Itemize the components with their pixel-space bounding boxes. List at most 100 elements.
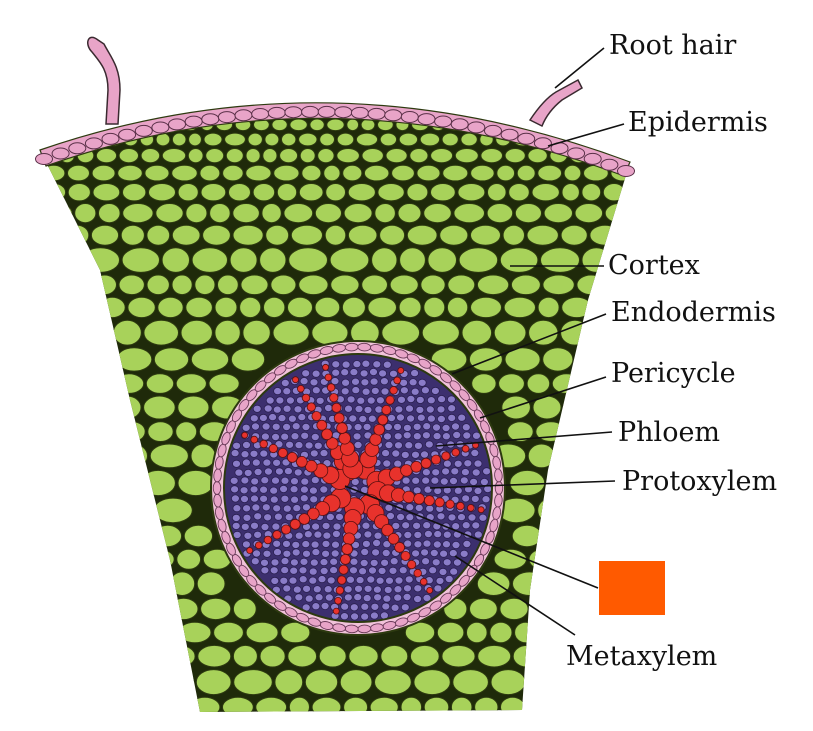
cortex-cell <box>389 102 403 104</box>
phloem-cell <box>292 585 302 594</box>
phloem-cell <box>349 603 359 612</box>
cortex-cell <box>514 203 543 224</box>
phloem-cell <box>293 405 303 414</box>
cortex-cell <box>89 421 119 443</box>
cortex-cell <box>448 83 458 91</box>
cortex-cell <box>35 73 47 80</box>
phloem-cell <box>435 576 445 585</box>
cortex-cell <box>222 164 244 182</box>
cortex-cell <box>154 105 173 118</box>
pericycle-cell <box>344 624 359 634</box>
cortex-cell <box>213 621 244 644</box>
phloem-cell <box>398 566 408 575</box>
epidermis-cell <box>467 121 486 134</box>
phloem-cell <box>413 584 423 593</box>
cortex-cell <box>175 421 198 443</box>
cortex-cell <box>323 73 333 80</box>
epidermis-cells <box>35 105 635 177</box>
cortex-cell <box>500 105 517 118</box>
phloem-cell <box>361 359 371 368</box>
cortex-cell <box>369 696 399 712</box>
cortex-cell <box>222 696 254 712</box>
phloem-cell <box>359 369 369 378</box>
phloem-cell <box>300 477 310 486</box>
cortex-cell <box>610 73 620 80</box>
protoxylem-vessel <box>292 376 299 384</box>
pericycle-cell <box>357 342 372 352</box>
epidermis-cell <box>68 142 87 155</box>
cortex-cell <box>510 102 528 104</box>
epidermis-cell <box>101 132 120 145</box>
cortex-cell <box>96 696 129 712</box>
cortex-cell <box>469 597 498 621</box>
phloem-cell <box>412 486 422 495</box>
cortex-cell <box>40 296 67 319</box>
cortex-cell <box>363 164 390 182</box>
cortex-cell <box>98 203 121 224</box>
cortex-cell <box>509 469 546 497</box>
phloem-cell <box>432 540 442 549</box>
cortex-cell <box>92 183 121 202</box>
phloem-cell <box>311 369 321 378</box>
cortex-cell <box>434 102 449 104</box>
epidermis-cell <box>617 165 635 177</box>
protoxylem-vessel <box>381 524 394 537</box>
cortex-cell <box>300 102 312 104</box>
cortex-cell <box>597 497 630 524</box>
cortex-cell <box>581 247 612 273</box>
cortex-cell <box>41 203 73 224</box>
cortex-cell <box>535 421 567 443</box>
phloem-cell <box>303 530 313 539</box>
cortex-cell <box>288 696 310 712</box>
cortex-cell <box>560 224 588 246</box>
phloem-cell <box>397 395 406 404</box>
phloem-cell <box>367 414 377 423</box>
phloem-cell <box>293 468 303 477</box>
cortex-cell <box>280 621 311 644</box>
phloem-cell <box>301 369 311 378</box>
phloem-cell <box>411 549 421 558</box>
phloem-cell <box>453 486 463 495</box>
cortex-cell <box>230 347 266 372</box>
cortex-cell <box>90 224 120 246</box>
cortex-cell <box>380 83 391 91</box>
cortex-cell <box>167 73 178 80</box>
phloem-cell <box>448 549 458 558</box>
cortex-cell <box>66 421 89 443</box>
cortex-cell <box>555 118 575 132</box>
cortex-cell <box>588 102 600 104</box>
phloem-cell <box>277 414 287 423</box>
cortex-cell <box>206 73 215 80</box>
cortex-cell <box>506 83 515 91</box>
protoxylem-vessel <box>241 431 249 439</box>
cortex-cell <box>202 224 231 246</box>
cortex-cell <box>542 274 575 296</box>
cortex-cell <box>313 102 330 104</box>
cortex-cell <box>40 274 67 296</box>
phloem-cell <box>273 512 283 521</box>
cortex-cell <box>511 524 543 548</box>
cortex-cell <box>198 102 210 104</box>
protoxylem-vessel <box>477 506 485 514</box>
protoxylem-vessel <box>400 551 411 562</box>
protoxylem-vessel <box>336 422 348 434</box>
phloem-cell <box>290 432 300 441</box>
cortex-cell <box>180 73 192 80</box>
cortex-cell <box>40 469 65 497</box>
phloem-cell <box>268 413 278 422</box>
phloem-cell <box>396 513 406 522</box>
phloem-cell <box>441 423 451 432</box>
cortex-cell <box>281 132 297 147</box>
phloem-cell <box>352 432 362 441</box>
cortex-cell <box>518 105 533 118</box>
cortex-cell <box>568 524 595 548</box>
pericycle-cell <box>494 481 504 495</box>
phloem-cell <box>230 449 240 458</box>
cortex-cell <box>76 105 88 118</box>
cortex-cell <box>563 105 583 118</box>
cortex-cell <box>177 395 210 420</box>
cortex-cell <box>232 73 243 80</box>
protoxylem-vessel <box>393 376 402 385</box>
cortex-cell <box>242 319 271 346</box>
phloem-cell <box>394 405 404 414</box>
